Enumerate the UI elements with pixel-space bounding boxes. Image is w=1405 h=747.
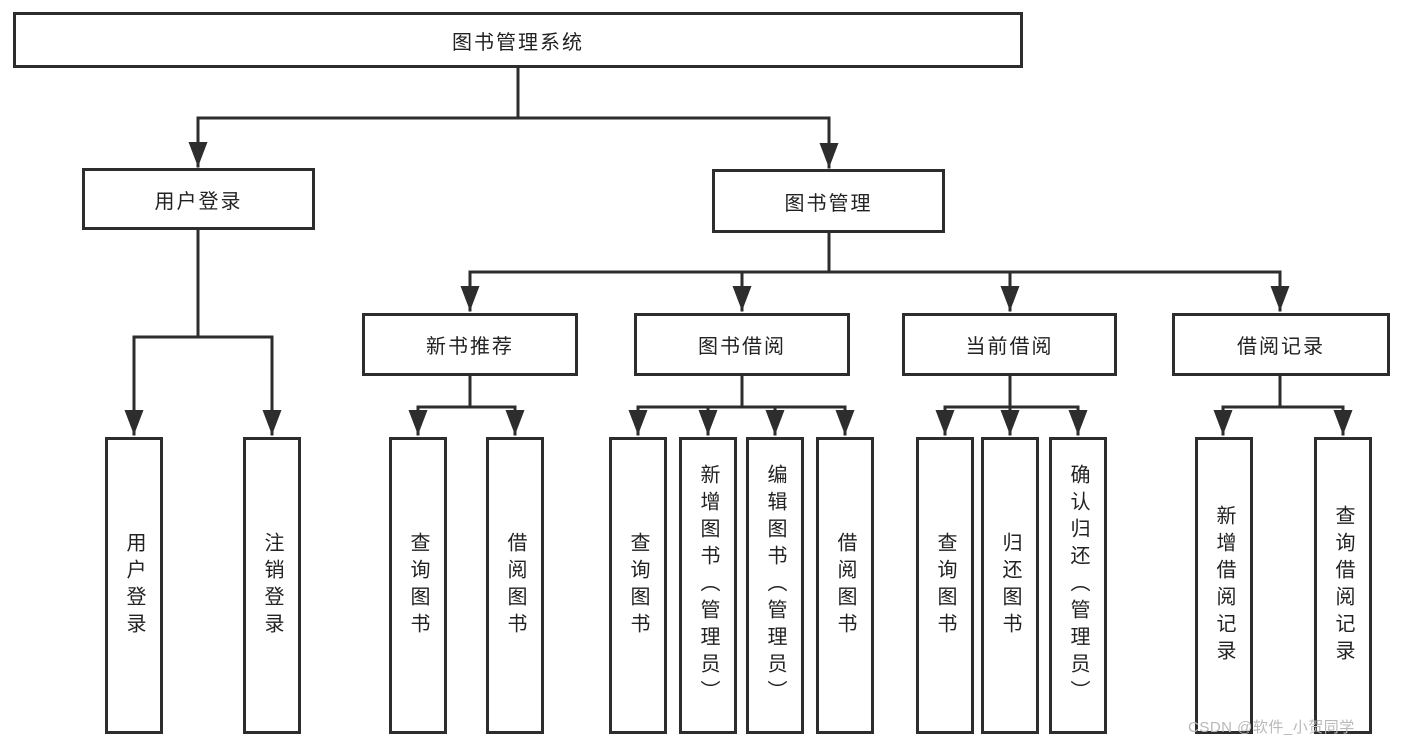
- leaf-add-borrow-record: 新增借阅记录: [1195, 437, 1253, 734]
- node-borrow-records: 借阅记录: [1172, 313, 1390, 376]
- leaf-label: 用户登录: [123, 531, 145, 640]
- leaf-confirm-return-admin: 确认归还（管理员）: [1049, 437, 1107, 734]
- node-book-borrow: 图书借阅: [634, 313, 850, 376]
- leaf-label: 借阅图书: [504, 531, 526, 640]
- leaf-label: 编辑图书（管理员）: [764, 464, 786, 707]
- node-current-borrow: 当前借阅: [902, 313, 1117, 376]
- node-new-book-recommend: 新书推荐: [362, 313, 578, 376]
- leaf-label: 查询借阅记录: [1332, 504, 1354, 667]
- node-label: 用户登录: [154, 190, 243, 213]
- leaf-user-login: 用户登录: [105, 437, 163, 734]
- node-label: 新书推荐: [426, 336, 514, 358]
- leaf-query-books-recommend: 查询图书: [389, 437, 447, 734]
- leaf-query-books-borrow: 查询图书: [609, 437, 667, 734]
- leaf-query-books-current: 查询图书: [916, 437, 974, 734]
- leaf-label: 查询图书: [627, 531, 649, 640]
- leaf-logout: 注销登录: [243, 437, 301, 734]
- leaf-label: 确认归还（管理员）: [1067, 464, 1089, 707]
- leaf-label: 查询图书: [407, 531, 429, 640]
- node-library-system: 图书管理系统: [13, 12, 1023, 68]
- leaf-query-borrow-record: 查询借阅记录: [1314, 437, 1372, 734]
- node-label: 借阅记录: [1237, 336, 1325, 358]
- node-label: 当前借阅: [965, 336, 1054, 358]
- leaf-return-books: 归还图书: [981, 437, 1039, 734]
- leaf-borrow-books: 借阅图书: [816, 437, 874, 734]
- leaf-label: 新增图书（管理员）: [697, 464, 719, 707]
- leaf-label: 借阅图书: [834, 531, 856, 640]
- node-user-login: 用户登录: [82, 168, 315, 230]
- leaf-label: 注销登录: [261, 531, 283, 640]
- leaf-add-book-admin: 新增图书（管理员）: [679, 437, 737, 734]
- leaf-borrow-books-recommend: 借阅图书: [486, 437, 544, 734]
- leaf-label: 新增借阅记录: [1213, 504, 1235, 667]
- leaf-label: 归还图书: [999, 531, 1021, 640]
- leaf-label: 查询图书: [934, 531, 956, 640]
- node-label: 图书借阅: [698, 336, 786, 358]
- leaf-edit-book-admin: 编辑图书（管理员）: [746, 437, 804, 734]
- node-label: 图书管理: [784, 192, 873, 215]
- node-label: 图书管理系统: [452, 31, 584, 54]
- watermark: CSDN @软件_小贺同学: [1188, 719, 1355, 736]
- node-book-management: 图书管理: [712, 169, 945, 233]
